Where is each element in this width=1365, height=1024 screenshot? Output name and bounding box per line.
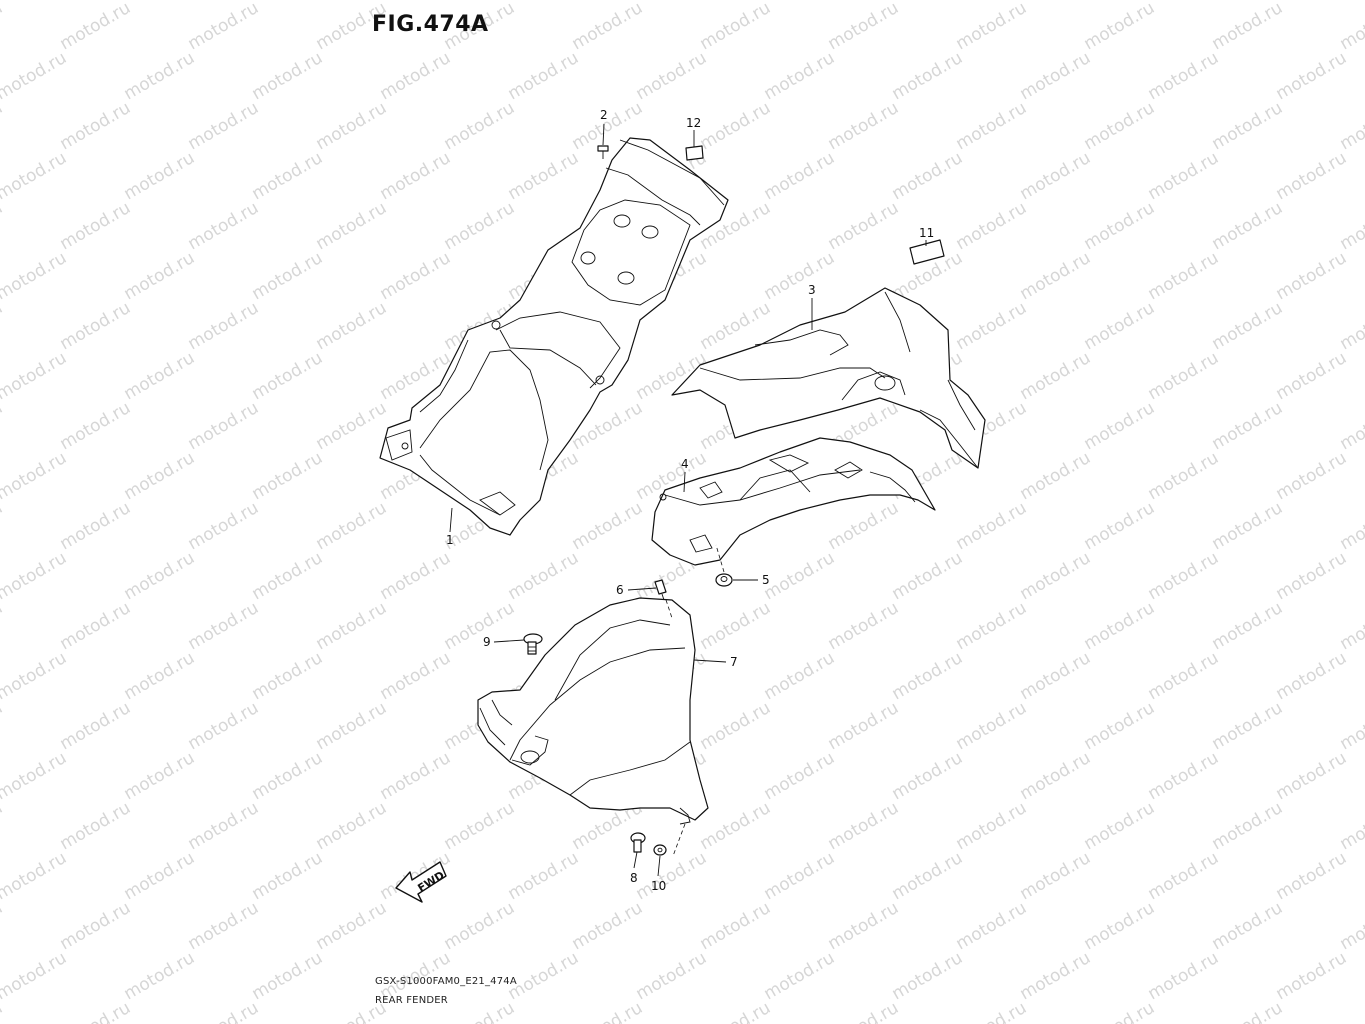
part-12-label[interactable]: [685, 145, 704, 161]
part-8-bolt[interactable]: [630, 832, 646, 853]
callout-10[interactable]: 10: [651, 855, 666, 893]
part-4-fender-bracket[interactable]: [651, 437, 936, 566]
leader-line: [657, 855, 661, 877]
part-2-screw[interactable]: [597, 145, 609, 159]
callout-number: 9: [483, 635, 491, 649]
callout-number: 12: [686, 116, 701, 130]
callout-number: 5: [762, 573, 770, 587]
callout-number: 8: [630, 871, 638, 885]
callout-7[interactable]: 7: [693, 655, 738, 669]
callout-8[interactable]: 8: [630, 851, 638, 885]
part-5-nut[interactable]: [715, 573, 733, 587]
callout-5[interactable]: 5: [733, 573, 770, 587]
part-9-bolt[interactable]: [523, 633, 543, 655]
leader-line: [693, 659, 727, 663]
callout-11[interactable]: 11: [919, 226, 934, 246]
callout-4[interactable]: 4: [681, 457, 689, 493]
part-1-rear-fender-inner[interactable]: [379, 137, 729, 536]
section-name: REAR FENDER: [375, 995, 448, 1006]
leader-line: [602, 123, 605, 146]
leader-line: [633, 851, 638, 869]
callout-9[interactable]: 9: [483, 635, 525, 649]
callout-number: 4: [681, 457, 689, 471]
forward-direction-arrow-icon: FWD: [395, 861, 447, 903]
callout-12[interactable]: 12: [686, 116, 701, 147]
part-6-screw[interactable]: [654, 579, 667, 601]
figure-title: FIG.474A: [372, 12, 489, 37]
leader-line: [627, 587, 657, 591]
callout-1[interactable]: 1: [446, 507, 454, 547]
callout-number: 6: [616, 583, 624, 597]
callout-number: 3: [808, 283, 816, 297]
callout-number: 10: [651, 879, 666, 893]
callout-6[interactable]: 6: [616, 583, 657, 597]
part-3-tail-cover[interactable]: [671, 287, 986, 469]
part-7-hugger[interactable]: [477, 597, 709, 825]
callout-number: 7: [730, 655, 738, 669]
leader-line: [683, 471, 686, 493]
callout-3[interactable]: 3: [808, 283, 816, 330]
assembly-guide-lines: [665, 544, 725, 857]
part-11-label[interactable]: [909, 239, 945, 265]
model-code: GSX-S1000FAM0_E21_474A: [375, 976, 517, 987]
callout-2[interactable]: 2: [600, 108, 608, 146]
part-10-washer[interactable]: [653, 844, 667, 856]
callout-number: 1: [446, 533, 454, 547]
callout-number: 11: [919, 226, 934, 240]
leader-line: [493, 639, 525, 643]
callout-number: 2: [600, 108, 608, 122]
leader-line: [449, 507, 453, 533]
